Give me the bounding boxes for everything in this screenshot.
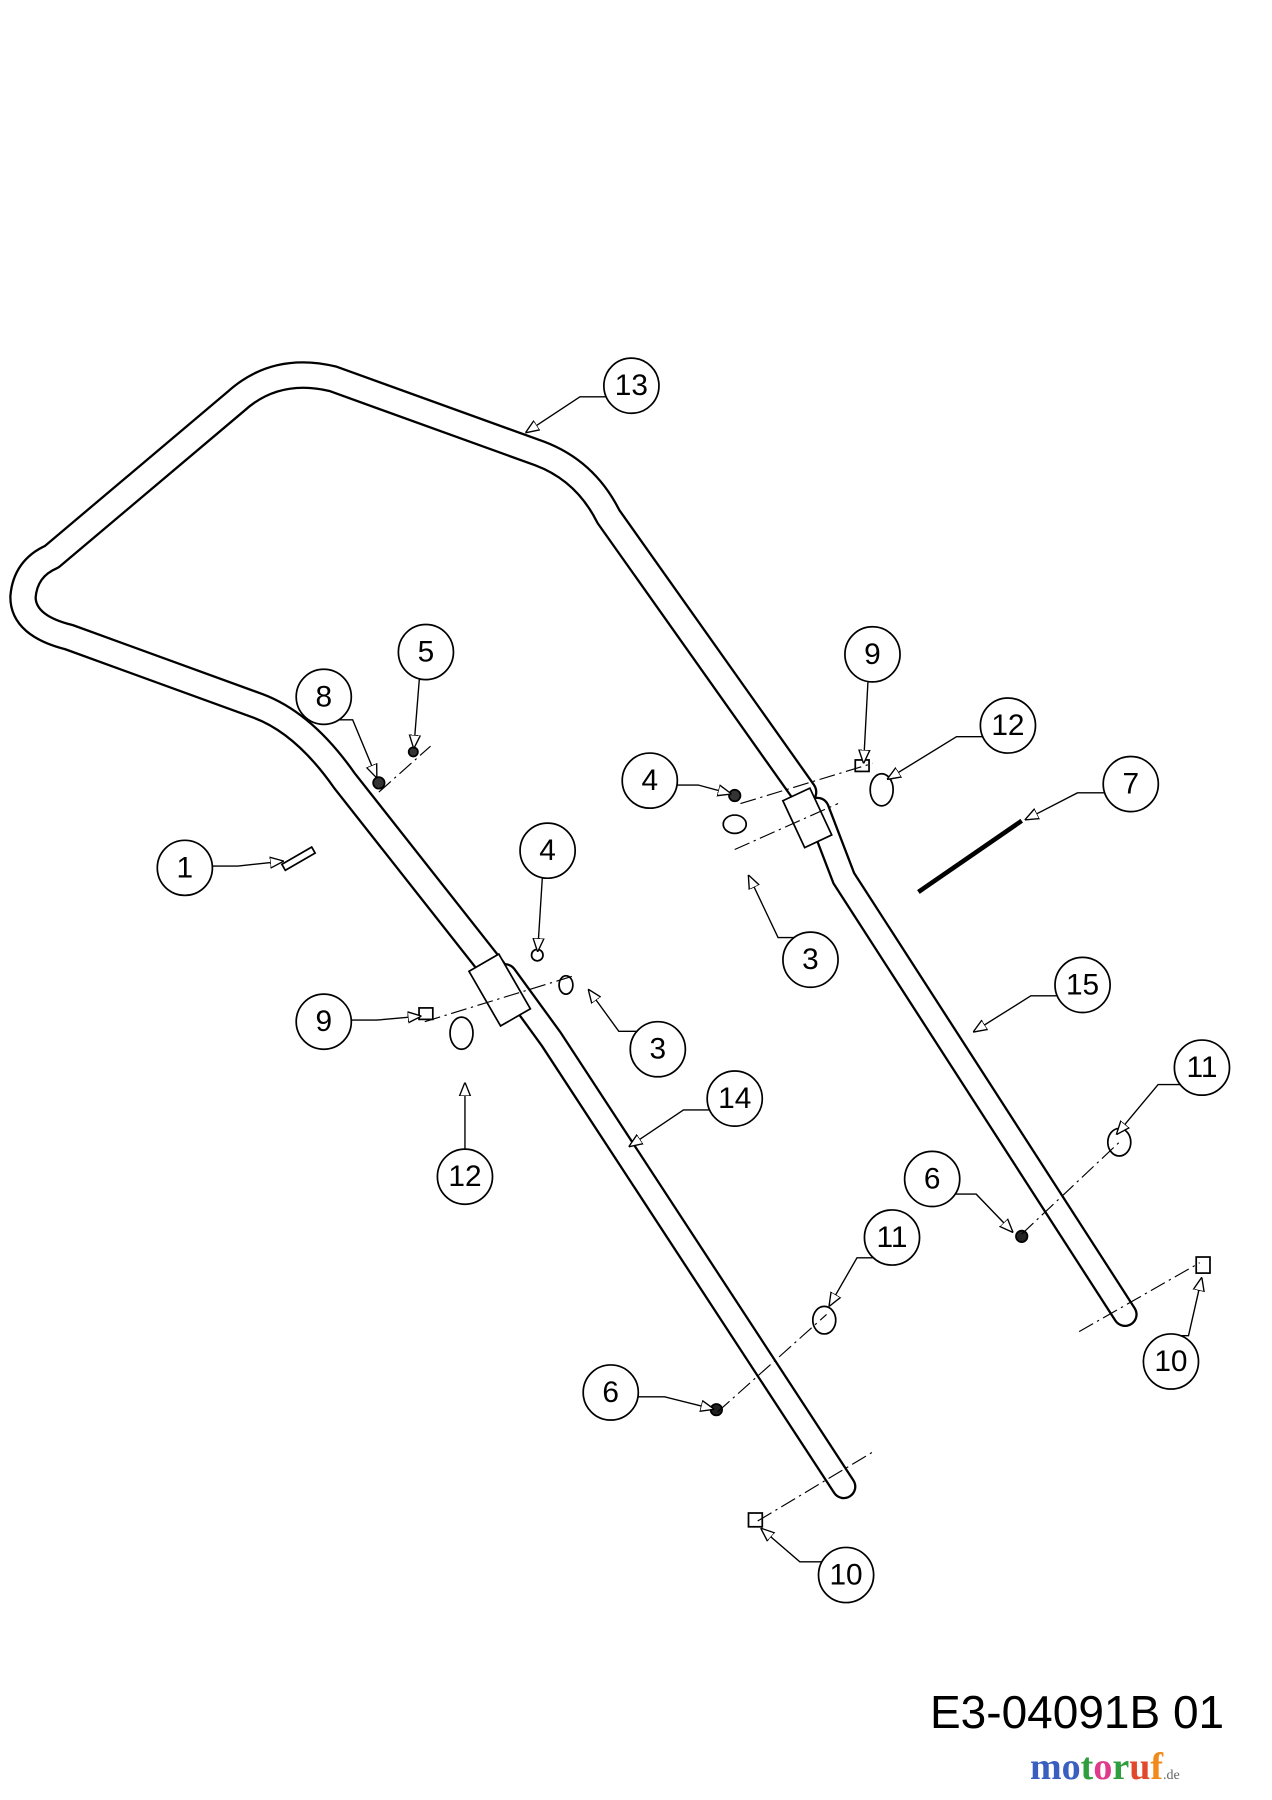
callout-circle [1054, 956, 1111, 1014]
callout-circle [817, 1546, 875, 1604]
callout-number: 12 [991, 709, 1024, 742]
callout-circle [706, 1070, 764, 1128]
callout-circle [397, 623, 455, 681]
callout-number: 13 [615, 369, 648, 402]
callout-circle [295, 668, 353, 726]
callout-number: 1 [177, 851, 194, 884]
callout-4: 4 [519, 822, 577, 950]
watermark-letter: f [1150, 1746, 1163, 1788]
callout-number: 9 [864, 638, 881, 671]
callout-number: 4 [641, 764, 658, 797]
leader-arrow [637, 1396, 713, 1409]
callout-12: 12 [888, 697, 1037, 779]
leader-arrow [414, 678, 423, 747]
callout-9: 9 [295, 993, 420, 1051]
leader-arrow [676, 785, 730, 794]
callout-10: 10 [762, 1529, 875, 1604]
leader-arrow [589, 990, 637, 1032]
watermark-suffix: .de [1162, 1768, 1180, 1783]
callout-4: 4 [621, 752, 730, 810]
leader-arrow [1117, 1083, 1181, 1134]
watermark-letter: t [1080, 1746, 1094, 1788]
callout-12: 12 [436, 1084, 494, 1206]
callout-circle [1173, 1039, 1231, 1097]
callout-circle [979, 697, 1037, 754]
callout-number: 15 [1066, 968, 1099, 1001]
callout-circle [602, 357, 660, 415]
watermark-letter: r [1112, 1746, 1130, 1788]
callout-number: 12 [448, 1160, 481, 1193]
leader-arrow [749, 876, 795, 939]
callout-15: 15 [974, 956, 1111, 1032]
leader-arrow [830, 1257, 874, 1306]
leader-arrow [527, 396, 607, 432]
leader-arrow [630, 1109, 710, 1146]
leader-arrow [351, 1016, 420, 1020]
callout-7: 7 [1026, 755, 1160, 820]
leader-arrow [974, 995, 1058, 1032]
callout-circle [844, 625, 901, 683]
callout-number: 8 [315, 680, 332, 713]
leader-arrow [538, 877, 545, 950]
callout-circle [903, 1150, 961, 1208]
callout-circle [782, 931, 839, 989]
diagram-code: E3-04091B 01 [930, 1686, 1225, 1738]
callout-11: 11 [830, 1209, 921, 1306]
callout-number: 10 [829, 1559, 862, 1592]
callout-number: 3 [650, 1033, 667, 1066]
callout-5: 5 [397, 623, 455, 747]
leader-arrow [338, 719, 376, 777]
leader-arrow [864, 681, 871, 762]
callout-circle [156, 839, 214, 897]
callout-number: 14 [718, 1082, 751, 1115]
callout-circle [519, 822, 577, 880]
callout-number: 4 [539, 834, 556, 867]
callout-13: 13 [527, 357, 660, 432]
callout-3: 3 [749, 876, 839, 989]
leader-arrow [762, 1529, 822, 1563]
callout-9: 9 [844, 625, 901, 762]
lower-handle-right [817, 809, 1125, 1314]
callout-number: 7 [1122, 768, 1139, 801]
callout-circle [629, 1020, 687, 1078]
callout-number: 3 [802, 943, 819, 976]
leader-arrow [1026, 792, 1105, 819]
leader-arrow [212, 861, 282, 866]
callout-6: 6 [903, 1150, 1013, 1231]
callout-number: 6 [602, 1376, 619, 1409]
callout-11: 11 [1117, 1039, 1231, 1134]
callout-10: 10 [1142, 1279, 1201, 1390]
leader-arrow [888, 736, 983, 779]
callout-circle [295, 993, 353, 1051]
callout-number: 6 [924, 1162, 941, 1195]
callout-circle [582, 1364, 640, 1421]
callout-6: 6 [582, 1364, 713, 1421]
callout-14: 14 [630, 1070, 764, 1146]
watermark-letter: u [1129, 1746, 1151, 1788]
leader-arrow [955, 1193, 1012, 1231]
callout-number: 11 [1186, 1051, 1217, 1084]
callout-circle [1102, 755, 1160, 813]
callout-number: 9 [315, 1005, 332, 1038]
watermark-letter: o [1093, 1746, 1113, 1788]
callout-number: 5 [418, 636, 435, 669]
callout-circle [621, 752, 679, 810]
callout-3: 3 [589, 990, 687, 1078]
callout-circle [436, 1148, 494, 1206]
leader-arrow [1180, 1279, 1201, 1337]
callout-number: 10 [1154, 1345, 1187, 1378]
callout-circle [1142, 1333, 1200, 1390]
watermark-logo: motoruf.de [1030, 1745, 1180, 1798]
callout-8: 8 [295, 668, 376, 777]
dash-dot-assembly-lines [378, 745, 1200, 1522]
callout-1: 1 [156, 839, 282, 897]
callout-number: 11 [877, 1221, 908, 1254]
watermark-letter: o [1061, 1746, 1081, 1788]
callout-circle [863, 1209, 921, 1266]
watermark-letter: m [1030, 1746, 1062, 1788]
